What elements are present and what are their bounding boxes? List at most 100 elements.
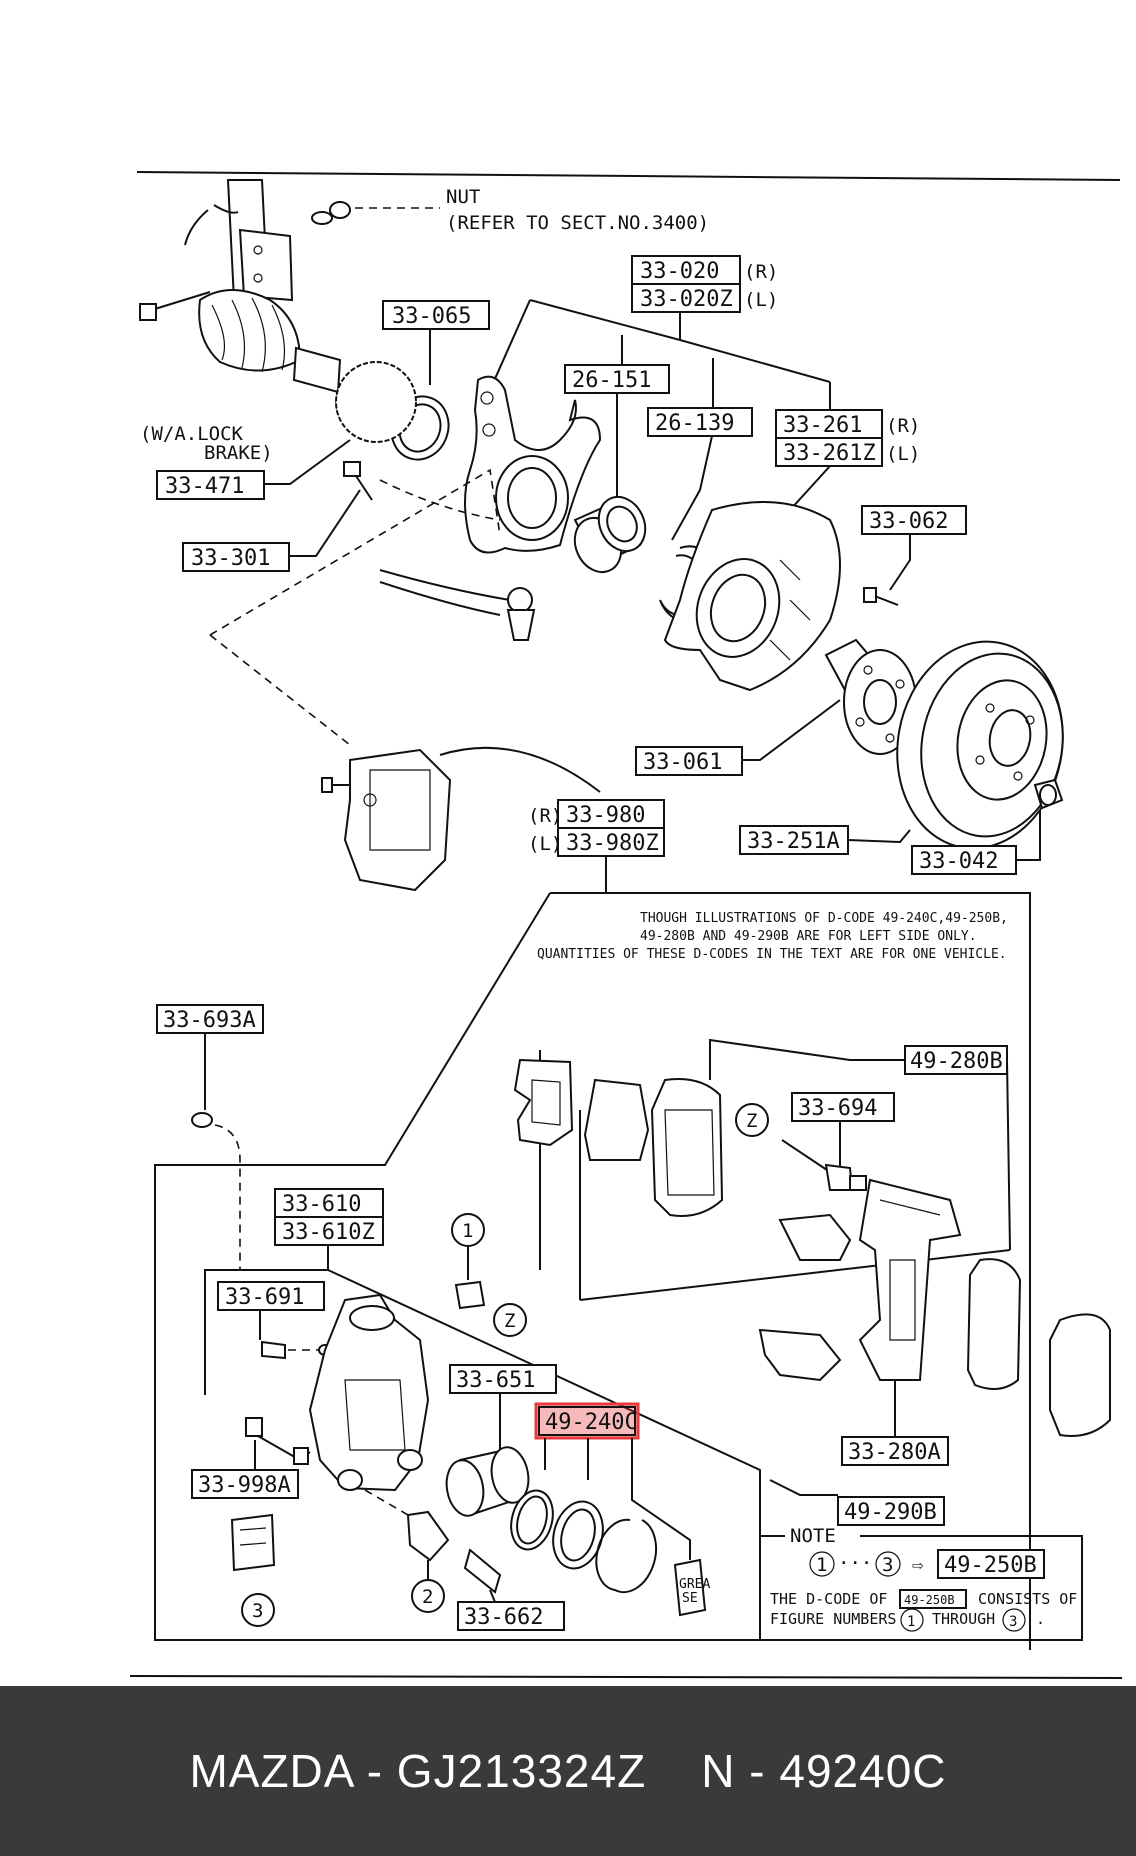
label-box-33-662: [457, 1601, 565, 1631]
note-number-3b: 3: [1009, 1614, 1017, 1630]
label-box-49-280b: [904, 1045, 1008, 1075]
wheel-bearing: [573, 495, 647, 574]
label-26-151: 26-151: [572, 368, 651, 393]
lower-arm: [379, 569, 536, 641]
note-line-1: THOUGH ILLUSTRATIONS OF D-CODE 49-240C,4…: [640, 911, 1008, 926]
knuckle-bolt: [343, 461, 373, 501]
leader-33-062: [889, 534, 911, 591]
shim-outer: [513, 1058, 574, 1147]
leader-33-061: [742, 699, 841, 761]
note-dots: ···: [838, 1552, 872, 1574]
label-box-33-280a: [841, 1436, 949, 1466]
brake-rotor: [896, 640, 1064, 850]
z-label-lower: Z: [504, 1310, 515, 1332]
note-line-3: QUANTITIES OF THESE D-CODES IN THE TEXT …: [537, 947, 1007, 962]
caliper-upper: [321, 748, 452, 892]
leader-49-240c: [544, 1438, 691, 1560]
label-33-980-l: (L): [528, 833, 562, 855]
caliper-body: [308, 1293, 430, 1492]
label-33-610: 33-610: [282, 1192, 361, 1217]
label-box-49-250b: [937, 1549, 1045, 1579]
leader-33-662: [489, 1589, 496, 1603]
anti-rattle-clip-lower: [758, 1328, 842, 1382]
circle-2: [411, 1579, 445, 1613]
label-33-280a: 33-280A: [848, 1440, 941, 1465]
label-33-065: 33-065: [392, 304, 471, 329]
note-circle-1: [809, 1551, 835, 1577]
note-number-1b: 1: [907, 1614, 915, 1630]
pad-shim: [583, 1078, 650, 1161]
label-33-020-l: (L): [744, 289, 778, 311]
z-circle-lower: [493, 1303, 527, 1337]
label-box-33-062: [861, 505, 967, 535]
dust-shield: [663, 501, 841, 692]
brake-pad-inner: [966, 1258, 1022, 1390]
steering-knuckle: [464, 375, 602, 554]
tone-ring: [335, 361, 417, 443]
note-circle-1b: [900, 1608, 924, 1632]
label-33-261z: 33-261Z: [783, 441, 876, 466]
label-33-998a: 33-998A: [198, 1473, 291, 1498]
label-33-062: 33-062: [869, 509, 948, 534]
nut-ref-label: (REFER TO SECT.NO.3400): [446, 212, 709, 234]
brake-hose: [439, 746, 601, 793]
caliper-dash-path-2: [209, 634, 351, 746]
caliper-dash-path: [209, 468, 501, 636]
label-33-662: 33-662: [464, 1605, 543, 1630]
grease-packet-left: [230, 1513, 276, 1572]
leader-49-280b: [709, 1038, 1011, 1251]
leader-33-261: [789, 382, 831, 511]
label-33-980-r: (R): [528, 805, 562, 827]
label-33-042: 33-042: [919, 849, 998, 874]
walock-label-2: BRAKE): [204, 442, 273, 464]
label-33-020-r: (R): [744, 261, 778, 283]
label-box-33-651: [449, 1364, 557, 1394]
note-number-1: 1: [816, 1554, 827, 1576]
grease-packet-right: GREA SE: [673, 1558, 710, 1617]
leader-33-251a: [847, 829, 911, 844]
caliper-bracket: [858, 1178, 962, 1381]
brake-parts-diagram: NUT (REFER TO SECT.NO.3400) 33-065 33-02…: [129, 171, 1123, 1679]
number-2: 2: [422, 1586, 433, 1608]
note-text-1b: CONSISTS OF: [978, 1590, 1077, 1608]
z-label-upper: Z: [746, 1110, 757, 1132]
label-33-694: 33-694: [798, 1096, 877, 1121]
leader-33-301: [289, 489, 361, 557]
footer-bar: MAZDA - GJ213324Z N - 49240C: [0, 1686, 1136, 1856]
label-box-33-065: [382, 300, 490, 330]
note-text-2a: FIGURE NUMBERS: [770, 1610, 896, 1628]
guide-pin-lower: [406, 1510, 502, 1594]
top-border: [136, 171, 1121, 181]
label-33-610z: 33-610Z: [282, 1220, 375, 1245]
label-49-280b: 49-280B: [910, 1049, 1003, 1074]
label-33-693a: 33-693A: [163, 1008, 256, 1033]
guide-pin-dash: [364, 1489, 409, 1516]
nut-label: NUT: [446, 186, 480, 208]
label-33-651: 33-651: [456, 1368, 535, 1393]
bleeder-dash: [214, 1124, 241, 1270]
note-box: [759, 1535, 1083, 1641]
number-3-left: 3: [252, 1600, 263, 1622]
z-circle-upper: [735, 1103, 769, 1137]
label-33-691: 33-691: [225, 1285, 304, 1310]
leader-26-151: [616, 335, 623, 500]
note-inline-box: [899, 1589, 967, 1609]
note-number-3: 3: [882, 1554, 893, 1576]
label-33-471: 33-471: [165, 474, 244, 499]
note-inline-49-250b: 49-250B: [904, 1593, 955, 1607]
label-49-290b: 49-290B: [844, 1500, 937, 1525]
leader-33-042: [1016, 810, 1041, 861]
label-33-261-l: (L): [886, 443, 920, 465]
note-circle-3: [875, 1551, 901, 1577]
brake-pad-outer: [650, 1078, 724, 1217]
label-33-251a: 33-251A: [747, 829, 840, 854]
label-33-061: 33-061: [643, 750, 722, 775]
bleeder-screw: [261, 1340, 332, 1360]
note-circle-3b: [1002, 1608, 1026, 1632]
label-box-33-691: [217, 1281, 325, 1311]
piston-seal: [510, 1489, 554, 1551]
label-box-49-240c: [538, 1406, 636, 1436]
svg-text:GREA: GREA: [679, 1577, 710, 1592]
label-box-33-061: [635, 746, 743, 776]
label-box-26-139: [647, 407, 753, 437]
